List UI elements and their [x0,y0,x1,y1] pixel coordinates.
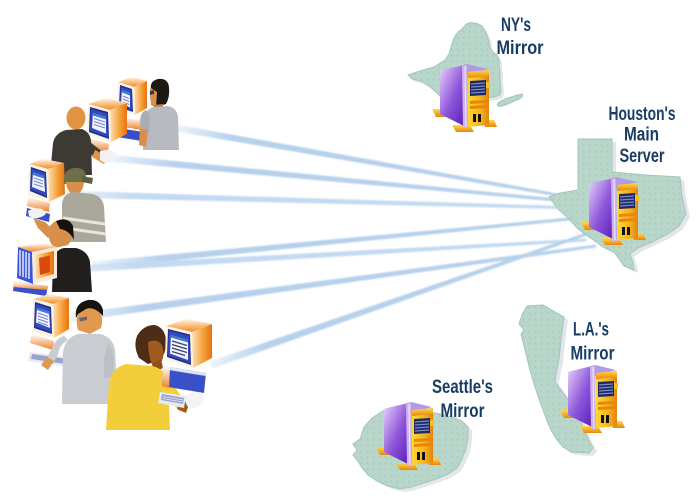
svg-text:Seattle's: Seattle's [432,377,493,398]
svg-text:Server: Server [620,146,665,167]
svg-text:Mirror: Mirror [571,344,615,365]
svg-text:Mirror: Mirror [441,401,485,422]
svg-text:L.A.'s: L.A.'s [573,320,609,341]
svg-text:NY's: NY's [501,15,531,36]
svg-text:Houston's: Houston's [609,104,676,125]
svg-text:Mirror: Mirror [497,38,545,59]
svg-text:Main: Main [624,125,659,146]
